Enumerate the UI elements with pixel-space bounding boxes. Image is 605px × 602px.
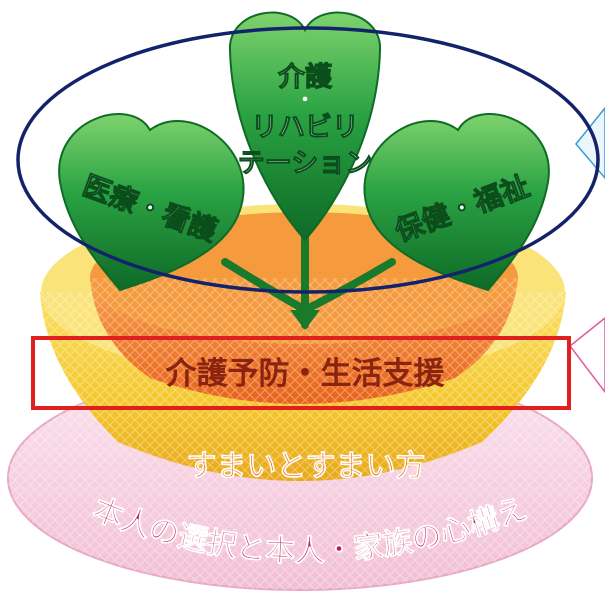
leaf-center-line-1: 介護 [277,61,333,93]
leaf-center-line-4: テーション [238,148,372,179]
pot-label: すまいとすまい方 [186,449,425,484]
stem-tip [290,310,320,330]
leaves-highlight-ellipse [16,26,600,294]
callout-fragments [568,106,605,394]
leaf-right [363,113,550,292]
leaf-center-line-2: ・ [296,90,314,111]
leaf-center [228,11,382,242]
bowl-highlight-box [31,336,571,410]
bowl-label: 介護予防・生活支援 [165,356,446,392]
leaf-center-line-3: リハビリ [251,112,359,143]
leaf-left [58,113,245,292]
